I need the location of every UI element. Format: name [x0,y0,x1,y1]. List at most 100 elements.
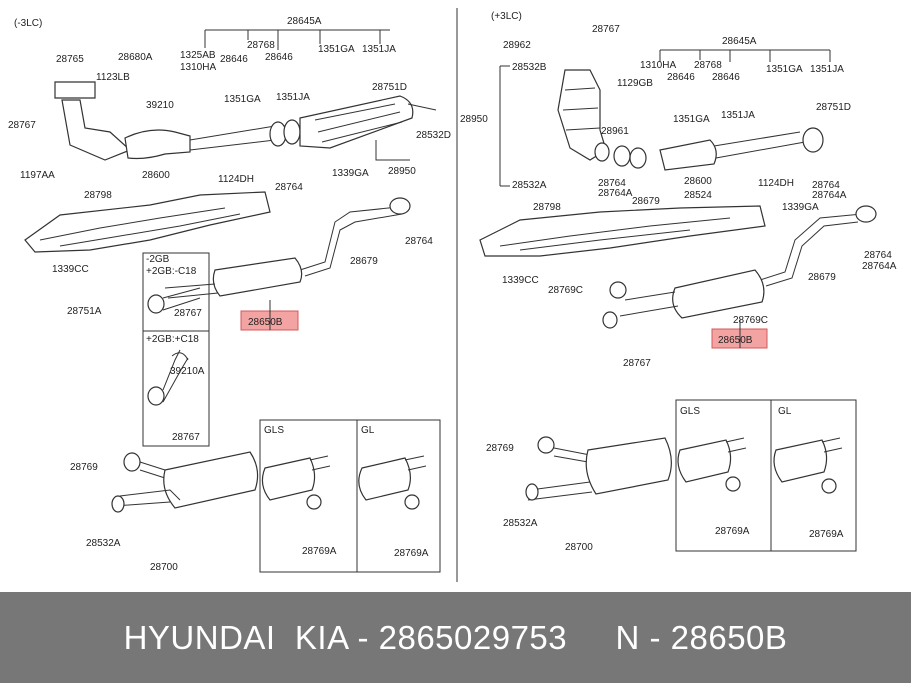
right-section-title: (+3LC) [491,11,522,22]
left-label-1351JA-b: 1351JA [276,92,310,103]
left-label-28680A: 28680A [118,52,153,63]
left-inset-top-line-2: +2GB:-C18 [146,266,197,277]
left-label-1339GA: 1339GA [332,168,369,179]
footer-bar: HYUNDAI KIA - 2865029753 N - 28650B [0,592,911,683]
left-label-28646b: 28646 [265,52,293,63]
leader-lines [204,29,831,348]
right-variant-gls: GLS [680,406,700,417]
left-label-28751A: 28751A [67,306,102,317]
left-variant-gls: GLS [264,425,284,436]
left-section-title: (-3LC) [14,18,42,29]
right-label-28532B: 28532B [512,62,547,73]
right-label-1129GB: 1129GB [617,78,653,89]
left-label-28751D: 28751D [372,82,407,93]
right-label-28524: 28524 [684,190,712,201]
right-label-28764: 28764 [598,178,626,189]
right-label-28646: 28646 [667,72,695,83]
right-label-28600: 28600 [684,176,712,187]
left-label-39210: 39210 [146,100,174,111]
right-label-28532A-b: 28532A [503,518,538,529]
right-label-28764A: 28764A [598,188,633,199]
left-inset-top-line-1: -2GB [146,254,170,265]
left-label-28679: 28679 [350,256,378,267]
left-label-1339CC: 1339CC [52,264,89,275]
right-label-28764A-c: 28764A [862,261,897,272]
left-label-28769A: 28769A [302,546,337,557]
left-label-1351GA: 1351GA [318,44,355,55]
right-label-28764-c: 28764 [864,250,892,261]
right-label-28767: 28767 [592,24,620,35]
left-variant-box [259,419,441,573]
right-label-1351GA-b: 1351GA [673,114,710,125]
left-inset-parts [147,287,201,406]
right-rear-muffler [525,436,672,501]
left-label-1351JA: 1351JA [362,44,396,55]
left-center-pipe [164,197,411,299]
right-label-28764-b: 28764 [812,180,840,191]
left-label-1310HA: 1310HA [180,62,216,73]
left-label-1197AA: 1197AA [20,170,55,181]
right-heat-shield [479,205,766,257]
right-label-28769C-b: 28769C [733,315,768,326]
right-label-1351JA-b: 1351JA [721,110,755,121]
left-label-28700: 28700 [150,562,178,573]
right-label-28769: 28769 [486,443,514,454]
left-label-28768: 28768 [247,40,275,51]
right-label-28962: 28962 [503,40,531,51]
left-label-28600: 28600 [142,170,170,181]
left-front-pipe [54,81,437,161]
right-label-1351JA: 1351JA [810,64,844,75]
right-label-1351GA: 1351GA [766,64,803,75]
left-inset-box [142,252,210,447]
footer-text: HYUNDAI KIA - 2865029753 N - 28650B [123,619,788,656]
left-rear-muffler [111,451,259,513]
right-label-28764A-b: 28764A [812,190,847,201]
left-label-28764-b: 28764 [405,236,433,247]
left-label-28950: 28950 [388,166,416,177]
left-label-28764: 28764 [275,182,303,193]
left-label-28767: 28767 [8,120,36,131]
left-label-28769A-b: 28769A [394,548,429,559]
right-label-1310HA: 1310HA [640,60,676,71]
right-label-28768: 28768 [694,60,722,71]
right-label-28767-b: 28767 [623,358,651,369]
right-label-1339GA: 1339GA [782,202,819,213]
left-inset-bottom-line-1: +2GB:+C18 [146,334,199,345]
left-label-1124DH: 1124DH [218,174,254,185]
left-label-39210A: 39210A [170,366,205,377]
right-label-28769C: 28769C [548,285,583,296]
left-label-28532D: 28532D [416,130,451,141]
right-label-28532A: 28532A [512,180,547,191]
left-variant-gl: GL [361,425,375,436]
right-variant-box [675,399,857,552]
right-label-28679-b: 28679 [808,272,836,283]
left-label-28765: 28765 [56,54,84,65]
right-label-28650B: 28650B [718,335,753,346]
right-center-pipe [602,205,877,329]
left-label-28798: 28798 [84,190,112,201]
left-heat-shield [24,191,271,253]
left-label-1123LB: 1123LB [96,72,130,83]
right-label-28769A-b: 28769A [809,529,844,540]
right-label-28961: 28961 [601,126,629,137]
right-variant-mufflers [677,437,843,494]
right-label-28646b: 28646 [712,72,740,83]
right-label-28798: 28798 [533,202,561,213]
left-label-28650B: 28650B [248,317,283,328]
right-front-pipe [557,69,824,171]
left-label-28645A: 28645A [287,16,322,27]
left-label-28767-c: 28767 [172,432,200,443]
right-label-28751D: 28751D [816,102,851,113]
left-label-28532A: 28532A [86,538,121,549]
right-label-28645A: 28645A [722,36,757,47]
left-label-1351GA-b: 1351GA [224,94,261,105]
right-variant-gl: GL [778,406,792,417]
right-label-28769A: 28769A [715,526,750,537]
right-label-28679: 28679 [632,196,660,207]
right-label-1124DH: 1124DH [758,178,794,189]
left-variant-mufflers [261,455,427,510]
left-label-28767-b: 28767 [174,308,202,319]
exhaust-diagram: (-3LC) -2GB +2GB:-C18 +2GB:+C18 [8,8,897,582]
right-label-28700: 28700 [565,542,593,553]
